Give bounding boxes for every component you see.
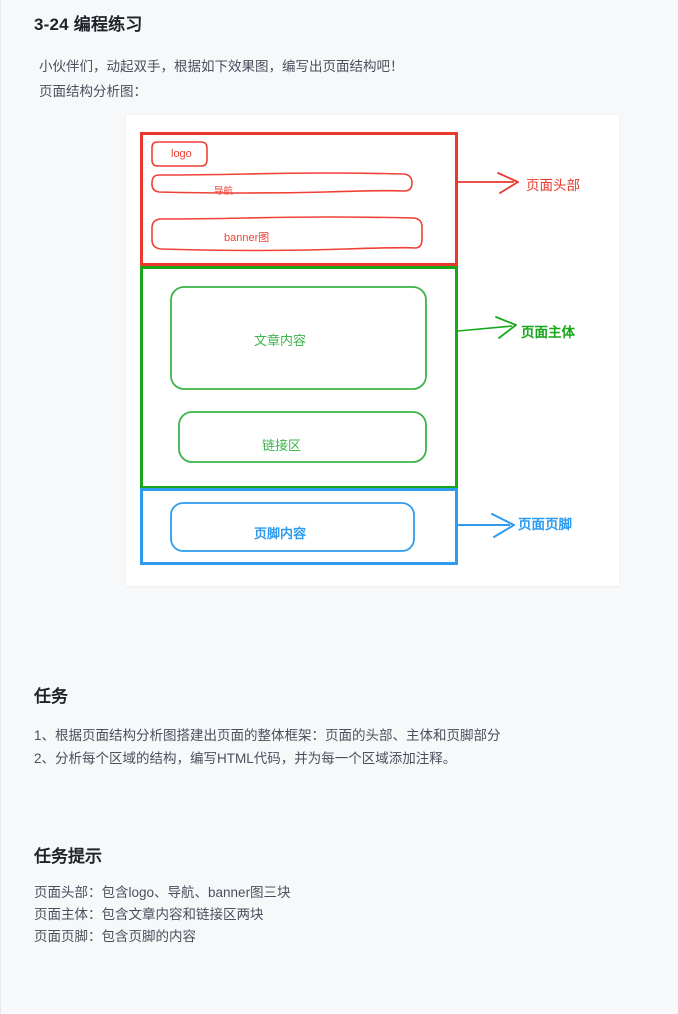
header-region-label: 页面头部 [526,178,580,193]
intro-paragraph-1: 小伙伴们，动起双手，根据如下效果图，编写出页面结构吧！ [39,59,404,74]
intro-paragraph-2: 页面结构分析图： [39,84,147,99]
body-region-label: 页面主体 [521,325,575,340]
task-item-2: 2、分析每个区域的结构，编写HTML代码，并为每一个区域添加注释。 [34,751,457,766]
structure-diagram-svg [140,132,519,565]
structure-diagram-card: logo 导航 banner图 文章内容 链接区 页脚内容 页面头部 页面主体 … [126,115,619,586]
footer-region-label: 页面页脚 [518,517,572,532]
header-region-outline [140,132,458,266]
task-item-1: 1、根据页面结构分析图搭建出页面的整体框架：页面的头部、主体和页脚部分 [34,728,501,743]
footer-region-outline [140,488,458,565]
page-title: 3-24 编程练习 [34,15,143,34]
task-section-title: 任务 [34,687,68,706]
hint-section-title: 任务提示 [34,847,102,866]
footer-arrow-head [491,513,515,538]
nav-block-outline [151,172,413,194]
body-arrow-head [495,316,517,339]
footer-content-block-outline [170,502,415,552]
banner-block-outline [151,216,423,252]
links-block-outline [178,411,427,463]
body-region-outline [140,266,458,489]
article-block-outline [170,286,427,390]
logo-block-outline [151,141,208,167]
body-arrow [457,325,513,332]
hint-item-2: 页面主体：包含文章内容和链接区两块 [34,907,264,922]
hint-item-3: 页面页脚：包含页脚的内容 [34,929,196,944]
header-arrow-head [497,172,519,194]
hint-item-1: 页面头部：包含logo、导航、banner图三块 [34,885,291,900]
